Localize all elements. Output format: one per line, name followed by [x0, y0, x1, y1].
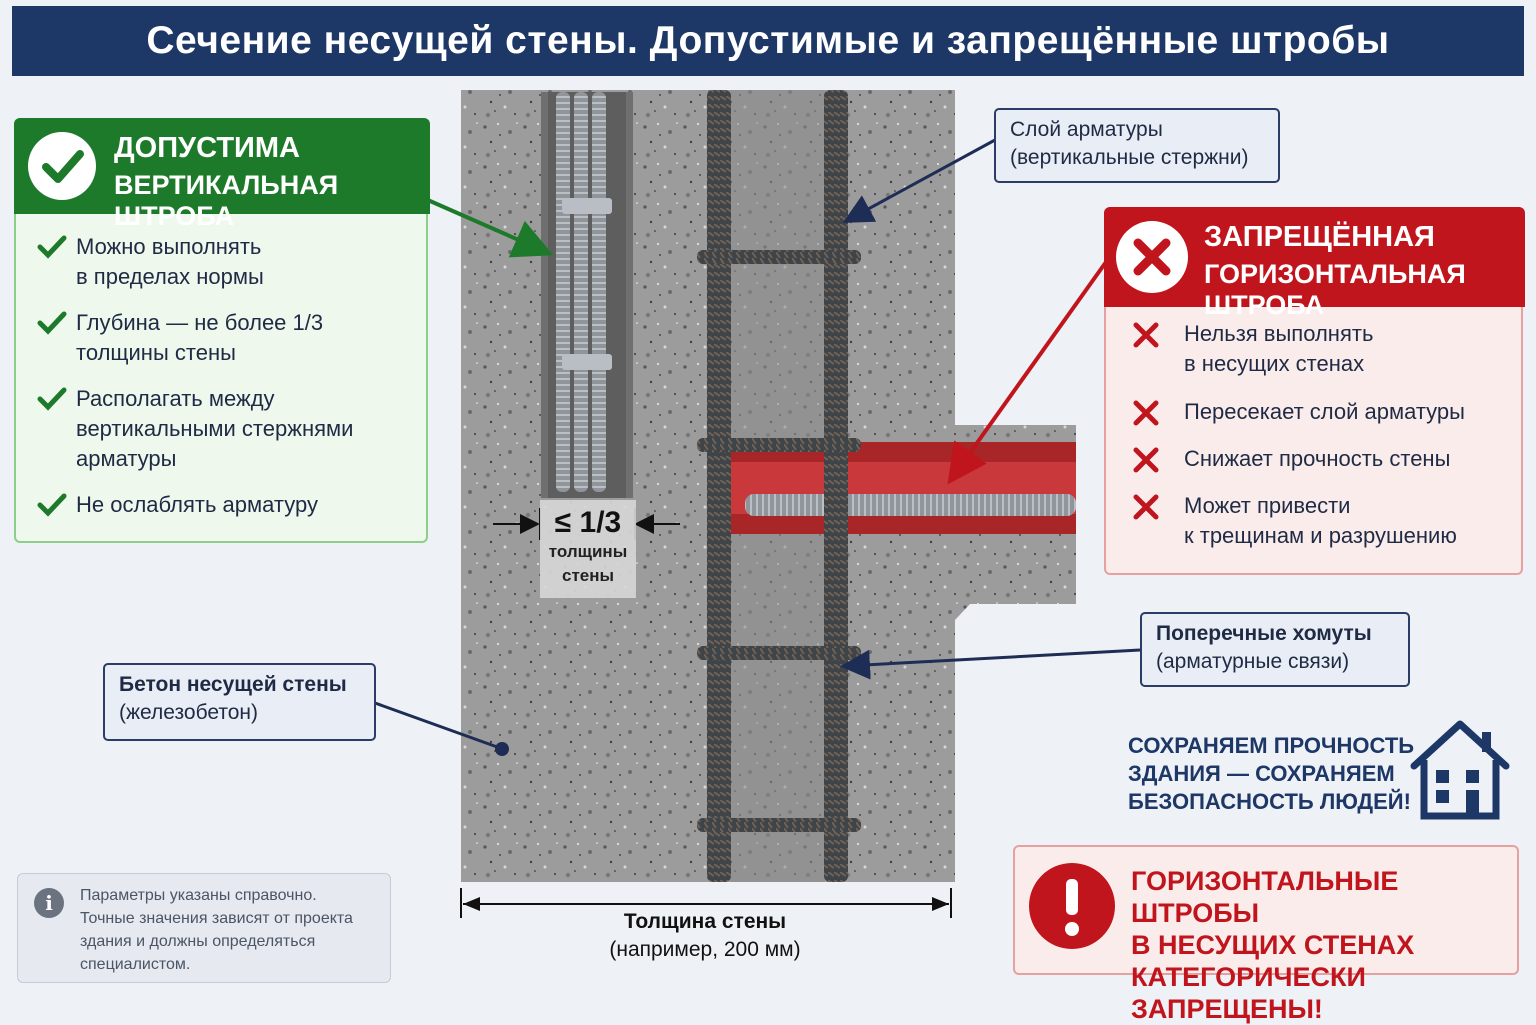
warning-line: В НЕСУЩИХ СТЕНАХ [1131, 930, 1415, 960]
check-icon [36, 308, 76, 368]
forbidden-heading-1: ЗАПРЕЩЁННАЯ [1204, 221, 1435, 253]
check-icon [36, 232, 76, 292]
forbidden-heading-2: ГОРИЗОНТАЛЬНАЯ ШТРОБА [1204, 259, 1466, 320]
forbidden-item: Пересекает слой арматуры [1130, 397, 1465, 434]
concrete-leader [374, 701, 501, 750]
exclamation-icon [1029, 863, 1115, 949]
concrete-label: Бетон несущей стены (железобетон) [103, 663, 376, 741]
forbidden-item: Снижает прочность стены [1130, 444, 1450, 481]
allowed-header: ДОПУСТИМА ВЕРТИКАЛЬНАЯ ШТРОБА [14, 118, 430, 231]
warning-banner: ГОРИЗОНТАЛЬНЫЕ ШТРОБЫ В НЕСУЩИХ СТЕНАХ К… [1013, 845, 1519, 1024]
rebar-left [707, 90, 731, 882]
wall-thickness-label: Толщина стены (например, 200 мм) [609, 910, 801, 961]
house-icon [1410, 720, 1510, 820]
cross-icon [1130, 397, 1184, 434]
allowed-heading-1: ДОПУСТИМА [114, 132, 300, 164]
stirrup-leader [840, 648, 1141, 680]
allowed-heading-2: ВЕРТИКАЛЬНАЯ ШТРОБА [114, 170, 339, 231]
cross-icon [1130, 319, 1184, 379]
allowed-item: Не ослаблять арматуру [36, 490, 318, 525]
forbidden-header: ЗАПРЕЩЁННАЯ ГОРИЗОНТАЛЬНАЯ ШТРОБА [1104, 207, 1525, 320]
info-icon: i [34, 888, 64, 918]
cross-icon [1130, 444, 1184, 481]
warning-line: ГОРИЗОНТАЛЬНЫЕ ШТРОБЫ [1131, 866, 1399, 928]
stirrups-label: Поперечные хомуты (арматурные связи) [1140, 612, 1410, 687]
warning-line: КАТЕГОРИЧЕСКИ ЗАПРЕЩЕНЫ! [1131, 962, 1366, 1024]
depth-marker: ≤ 1/3 толщины стены [540, 500, 636, 598]
check-icon [28, 132, 96, 200]
page-title: Сечение несущей стены. Допустимые и запр… [146, 19, 1390, 62]
info-note: i Параметры указаны справочно.Точные зна… [17, 873, 391, 983]
check-icon [36, 490, 76, 525]
rebar-leader [842, 138, 996, 223]
cross-icon [1130, 491, 1184, 551]
check-icon [36, 384, 76, 474]
title-bar: Сечение несущей стены. Допустимые и запр… [12, 6, 1524, 76]
vertical-conduits [556, 92, 612, 492]
cross-icon [1116, 221, 1188, 293]
stirrups [697, 250, 861, 832]
forbidden-arrow [947, 260, 1108, 485]
horizontal-conduit [745, 494, 1076, 516]
forbidden-panel: ЗАПРЕЩЁННАЯ ГОРИЗОНТАЛЬНАЯ ШТРОБА Нельзя… [1104, 207, 1525, 575]
rebar-right [824, 90, 848, 882]
allowed-panel: ДОПУСТИМА ВЕРТИКАЛЬНАЯ ШТРОБА Можно выпо… [14, 118, 430, 543]
rebar-layer-label: Слой арматуры (вертикальные стержни) [994, 108, 1280, 183]
